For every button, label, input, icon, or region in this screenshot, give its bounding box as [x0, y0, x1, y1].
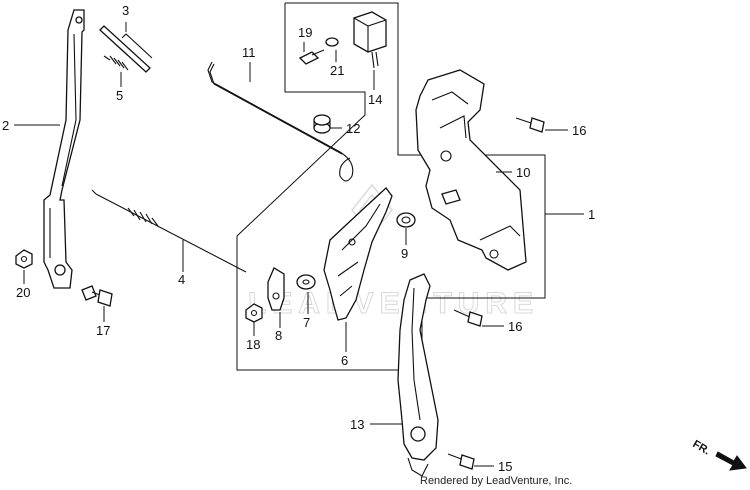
- callout-12: 12: [346, 121, 360, 136]
- part-2-arm: [43, 9, 85, 289]
- callout-10: 10: [516, 165, 530, 180]
- part-13-lever: [397, 273, 439, 477]
- front-arrow-icon: [715, 451, 747, 471]
- callout-4: 4: [178, 272, 185, 287]
- callout-9: 9: [401, 246, 408, 261]
- front-direction-marker: FR.: [691, 438, 747, 471]
- part-16-bolt-upper: [515, 117, 545, 133]
- callout-1: 1: [588, 207, 595, 222]
- callout-labels: 2 3 5 4 11 12 19 21 14 16 10 1 9 7 8 18 …: [2, 3, 595, 474]
- callout-7: 7: [303, 315, 310, 330]
- part-16-bolt-lower: [453, 309, 483, 327]
- part-20-nut: [15, 249, 33, 269]
- watermark: LEADVENTURE: [248, 183, 539, 321]
- part-6-plate: [323, 187, 393, 321]
- callout-19: 19: [298, 25, 312, 40]
- callout-8: 8: [275, 328, 282, 343]
- part-3-link: [99, 25, 153, 73]
- part-15-bolt: [447, 453, 475, 470]
- callout-6: 6: [341, 353, 348, 368]
- callout-5: 5: [116, 88, 123, 103]
- part-14-switch: [353, 11, 387, 69]
- callout-20: 20: [16, 285, 30, 300]
- leader-lines: [14, 22, 584, 467]
- part-4-rod: [91, 189, 247, 273]
- callout-16-lower: 16: [508, 319, 522, 334]
- part-21-washer: [325, 37, 339, 47]
- credit-text: Rendered by LeadVenture, Inc.: [420, 475, 572, 487]
- part-5-spring: [103, 55, 129, 71]
- callout-11: 11: [242, 45, 256, 60]
- front-label: FR.: [691, 438, 712, 457]
- part-7-washer: [296, 274, 316, 290]
- callout-16-upper: 16: [572, 123, 586, 138]
- callout-2: 2: [2, 118, 9, 133]
- callout-13: 13: [350, 417, 364, 432]
- part-17-bolt: [81, 285, 113, 307]
- part-12-bushing: [313, 114, 331, 134]
- part-9-washer: [396, 212, 416, 228]
- watermark-text: LEADVENTURE: [248, 287, 539, 320]
- callout-15: 15: [498, 459, 512, 474]
- callout-14: 14: [368, 92, 382, 107]
- part-19-bolt: [298, 49, 325, 65]
- callout-21: 21: [330, 63, 344, 78]
- callout-18: 18: [246, 337, 260, 352]
- part-18-nut: [245, 303, 263, 323]
- part-8-lever: [267, 267, 285, 311]
- part-10-bracket: [415, 69, 527, 271]
- callout-3: 3: [122, 3, 129, 18]
- callout-17: 17: [96, 323, 110, 338]
- part-11-wire: [207, 61, 354, 182]
